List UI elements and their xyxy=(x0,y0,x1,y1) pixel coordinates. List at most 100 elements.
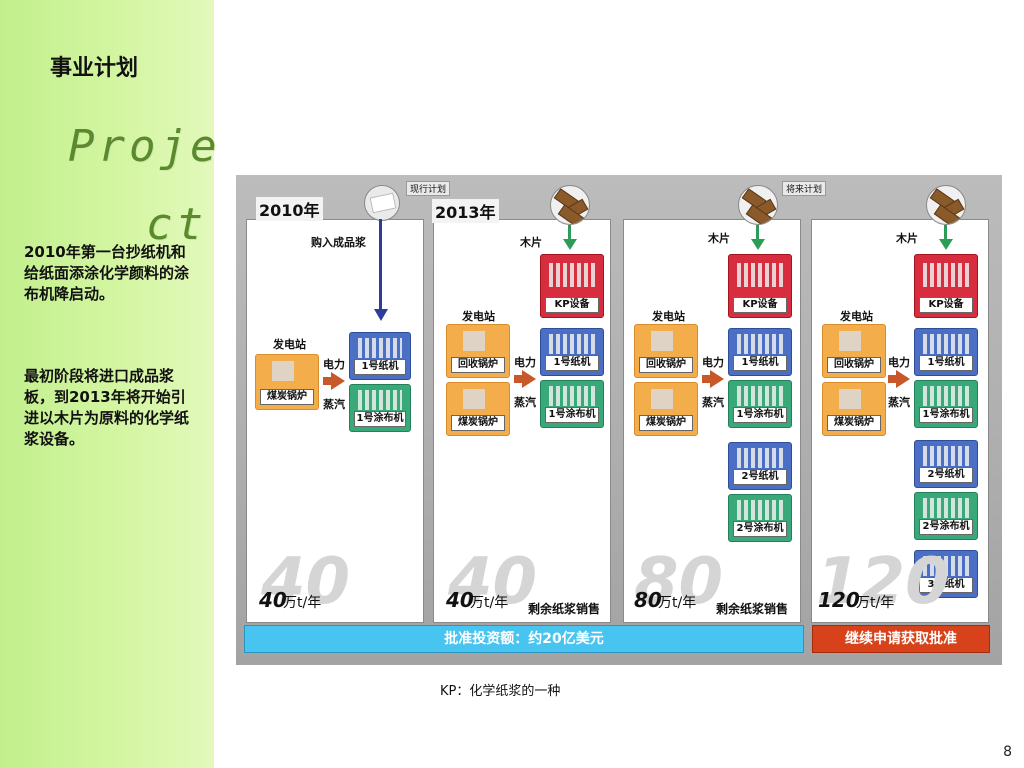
coater-icon xyxy=(549,386,595,406)
flow-arrow-shaft xyxy=(514,375,522,383)
coater-1-box: 1号涂布机 xyxy=(728,380,792,428)
capacity-watermark: 40 xyxy=(261,545,351,619)
wood-chips-arrow-head xyxy=(563,239,577,250)
capacity-value: 40 xyxy=(259,588,287,612)
wood-chips-icon xyxy=(550,185,590,225)
coater-icon xyxy=(737,386,783,406)
approved-investment-bar: 批准投资额：约20亿美元 xyxy=(244,625,804,653)
machine-icon xyxy=(358,338,402,358)
panel-future-2: 木片 KP设备 发电站 回收锅炉 煤炭锅炉 电力 蒸汽 1号纸机 1号涂布机 2… xyxy=(811,219,989,623)
year-2010-label: 2010年 xyxy=(256,197,323,221)
kp-footnote: KP：化学纸浆的一种 xyxy=(440,684,561,699)
power-station-label: 发电站 xyxy=(462,310,495,323)
coater-1-label: 1号涂布机 xyxy=(919,407,973,423)
paragraph-1: 2010年第一台抄纸机和给纸面添涂化学颜料的涂布机降启动。 xyxy=(24,243,190,303)
coal-boiler-box: 煤炭锅炉 xyxy=(446,382,510,436)
coater-1-label: 1号涂布机 xyxy=(354,411,406,427)
steam-label: 蒸汽 xyxy=(888,396,910,409)
flow-arrow-icon xyxy=(522,370,536,388)
boiler-icon xyxy=(839,331,861,351)
wood-chips-icon xyxy=(738,185,778,225)
watermark-line-1: Proje xyxy=(68,121,221,172)
machine-icon xyxy=(549,334,595,354)
wood-chips-arrow-head xyxy=(751,239,765,250)
paper-machine-1-box: 1号纸机 xyxy=(728,328,792,376)
boiler-icon xyxy=(272,361,294,381)
boiler-icon xyxy=(651,389,673,409)
capacity-watermark: 120 xyxy=(816,545,950,619)
paper-machine-1-box: 1号纸机 xyxy=(540,328,604,376)
power-station-label: 发电站 xyxy=(652,310,685,323)
wood-chips-icon xyxy=(926,185,966,225)
year-2013-label: 2013年 xyxy=(432,199,499,223)
current-plan-tag: 现行计划 xyxy=(406,181,451,196)
coal-boiler-box: 煤炭锅炉 xyxy=(634,382,698,436)
coal-boiler-label: 煤炭锅炉 xyxy=(451,415,505,431)
paper-machine-1-label: 1号纸机 xyxy=(354,359,406,375)
capacity-unit: 万t/年 xyxy=(658,595,697,611)
paper-machine-2-box: 2号纸机 xyxy=(914,440,978,488)
boiler-icon xyxy=(463,389,485,409)
machine-icon xyxy=(923,446,969,466)
steam-label: 蒸汽 xyxy=(323,398,345,411)
boiler-icon xyxy=(463,331,485,351)
plan-diagram: 现行计划 将来计划 购入成品浆 发电站 煤炭锅炉 电力 蒸汽 1号纸机 1号涂布… xyxy=(236,175,1002,665)
flow-arrow-shaft xyxy=(702,375,710,383)
steam-label: 蒸汽 xyxy=(702,396,724,409)
coater-icon xyxy=(358,390,402,410)
capacity-watermark: 40 xyxy=(448,545,538,619)
coater-1-box: 1号涂布机 xyxy=(540,380,604,428)
wood-chips-arrow xyxy=(756,225,759,241)
paper-machine-2-label: 2号纸机 xyxy=(919,467,973,483)
paper-machine-1-label: 1号纸机 xyxy=(545,355,599,371)
paragraph-2: 最初阶段将进口成品浆板，到2013年将开始引进以木片为原料的化学纸浆设备。 xyxy=(24,367,190,448)
coater-2-label: 2号涂布机 xyxy=(919,519,973,535)
surplus-pulp-label: 剩余纸浆销售 xyxy=(528,602,601,616)
boiler-icon xyxy=(839,389,861,409)
pulp-supply-arrow xyxy=(379,219,382,311)
paper-machine-2-box: 2号纸机 xyxy=(728,442,792,490)
power-station-label: 发电站 xyxy=(840,310,873,323)
electricity-label: 电力 xyxy=(323,358,345,371)
future-plan-tag: 将来计划 xyxy=(782,181,827,196)
sidebar xyxy=(0,0,214,768)
capacity-value: 120 xyxy=(818,588,860,612)
capacity-value: 80 xyxy=(634,588,662,612)
wood-chips-label: 木片 xyxy=(708,232,730,245)
kp-equipment-box: KP设备 xyxy=(914,254,978,318)
capacity-unit: 万t/年 xyxy=(470,595,509,611)
paper-machine-1-label: 1号纸机 xyxy=(733,355,787,371)
flow-arrow-shaft xyxy=(888,375,896,383)
paper-machine-1-box: 1号纸机 xyxy=(914,328,978,376)
wood-chips-label: 木片 xyxy=(896,232,918,245)
flow-arrow-icon xyxy=(331,372,345,390)
coater-1-box: 1号涂布机 xyxy=(914,380,978,428)
coater-2-box: 2号涂布机 xyxy=(914,492,978,540)
panel-2010: 购入成品浆 发电站 煤炭锅炉 电力 蒸汽 1号纸机 1号涂布机 40 40 万t… xyxy=(246,219,424,623)
wood-chips-arrow xyxy=(568,225,571,241)
panel-future-1: 木片 KP设备 发电站 回收锅炉 煤炭锅炉 电力 蒸汽 1号纸机 1号涂布机 2… xyxy=(623,219,801,623)
buy-pulp-label: 购入成品浆 xyxy=(311,236,366,249)
flow-arrow-shaft xyxy=(323,377,331,385)
recovery-boiler-label: 回收锅炉 xyxy=(451,357,505,373)
machine-icon xyxy=(923,334,969,354)
kp-equipment-box: KP设备 xyxy=(728,254,792,318)
surplus-pulp-label: 剩余纸浆销售 xyxy=(716,602,789,616)
machine-icon xyxy=(737,448,783,468)
kp-plant-icon xyxy=(549,263,595,287)
wood-chips-label: 木片 xyxy=(520,236,542,249)
kp-plant-icon xyxy=(737,263,783,287)
coater-2-label: 2号涂布机 xyxy=(733,521,787,537)
wood-chips-arrow xyxy=(944,225,947,241)
steam-label: 蒸汽 xyxy=(514,396,536,409)
panel-2013: 木片 KP设备 发电站 回收锅炉 煤炭锅炉 电力 蒸汽 1号纸机 1号涂布机 4… xyxy=(433,219,611,623)
project-watermark: Proje ct xyxy=(68,125,220,247)
coater-1-label: 1号涂布机 xyxy=(733,407,787,423)
kp-equipment-box: KP设备 xyxy=(540,254,604,318)
coater-icon xyxy=(923,386,969,406)
kp-plant-icon xyxy=(923,263,969,287)
electricity-label: 电力 xyxy=(702,356,724,369)
recovery-boiler-box: 回收锅炉 xyxy=(822,324,886,378)
coal-boiler-label: 煤炭锅炉 xyxy=(639,415,693,431)
pulp-supply-arrow-head xyxy=(374,309,388,321)
